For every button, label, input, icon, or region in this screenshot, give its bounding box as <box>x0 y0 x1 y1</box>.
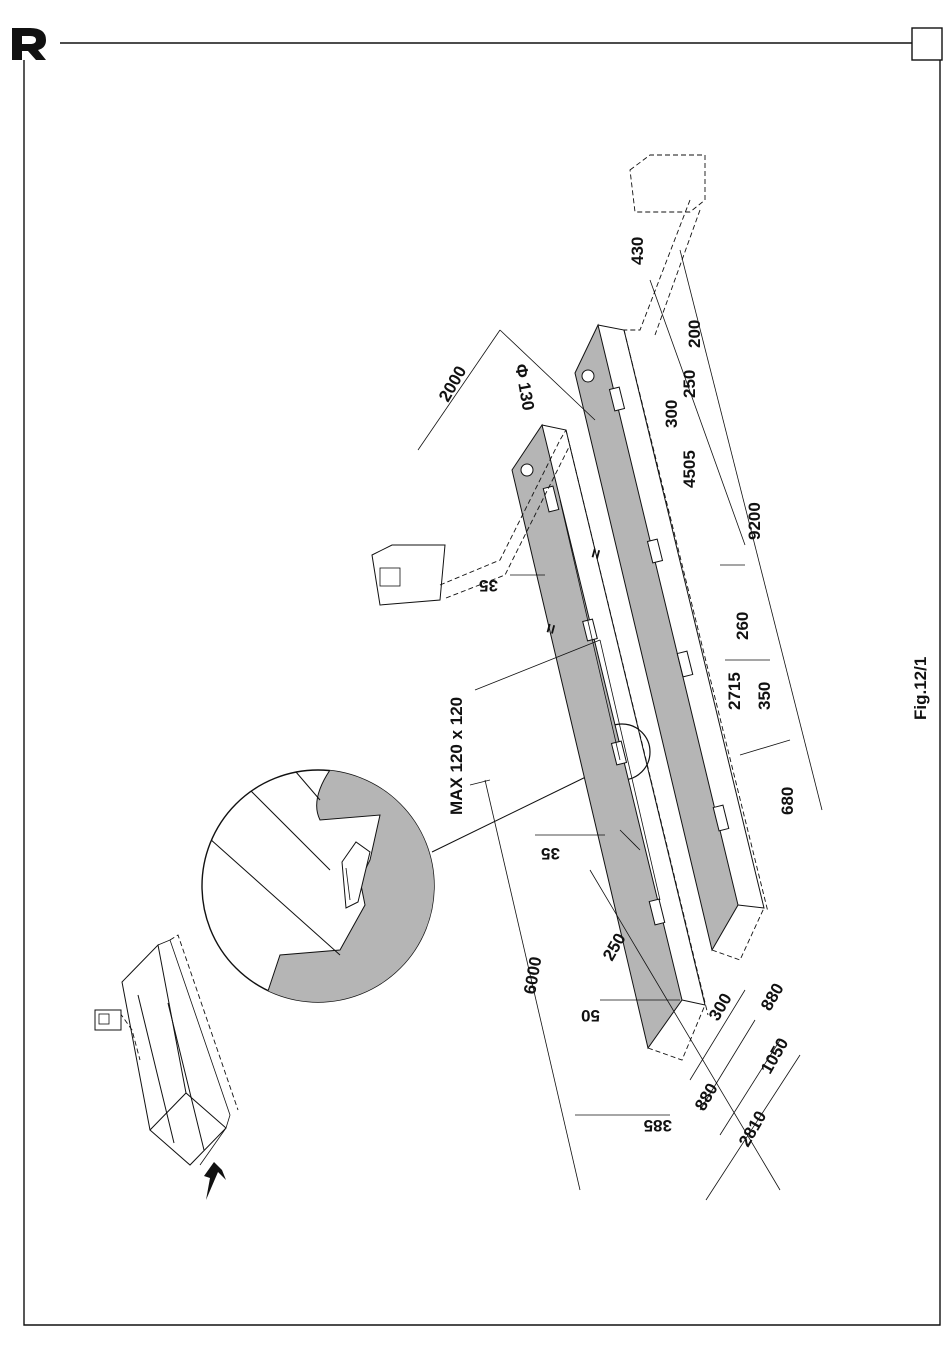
cable-hole <box>521 464 533 476</box>
equal-mark-1: = <box>586 546 607 561</box>
dim-385: 385 <box>644 1116 672 1135</box>
diameter-note: Φ 130 <box>511 362 538 412</box>
page-corner-box-icon <box>912 28 942 60</box>
dim-350: 350 <box>755 682 774 710</box>
dim-2000: 2000 <box>435 363 470 405</box>
dim-300-bottom: 300 <box>705 990 736 1024</box>
dim-6000: 6000 <box>520 955 545 996</box>
dim-4505: 4505 <box>680 450 699 488</box>
dim-260: 260 <box>733 612 752 640</box>
dim-200: 200 <box>685 320 704 348</box>
dim-880-right: 880 <box>757 980 788 1014</box>
dim-430: 430 <box>628 237 647 265</box>
dim-300-top: 300 <box>662 400 681 428</box>
brand-logo-icon <box>12 28 46 60</box>
dim-2715: 2715 <box>725 672 744 710</box>
dim-35-top: 35 <box>479 576 498 595</box>
cable-hole <box>582 370 594 382</box>
dim-680: 680 <box>778 787 797 815</box>
dimension-labels: 2000 430 200 250 300 4505 9200 35 260 27… <box>435 237 797 1150</box>
dim-2810: 2810 <box>735 1108 770 1150</box>
max-size-note: MAX 120 x 120 <box>447 697 466 815</box>
dim-9200: 9200 <box>745 502 764 540</box>
overview-sketch <box>95 935 238 1200</box>
dim-1050: 1050 <box>757 1035 792 1077</box>
dim-35-mid: 35 <box>541 844 560 863</box>
control-box-icon <box>95 1010 121 1030</box>
dim-250-top: 250 <box>680 370 699 398</box>
figure-label: Fig.12/1 <box>911 657 930 720</box>
dim-880-left: 880 <box>691 1080 722 1114</box>
page-frame <box>24 28 942 1325</box>
direction-arrow-icon <box>204 1162 226 1200</box>
dim-50: 50 <box>581 1006 600 1025</box>
